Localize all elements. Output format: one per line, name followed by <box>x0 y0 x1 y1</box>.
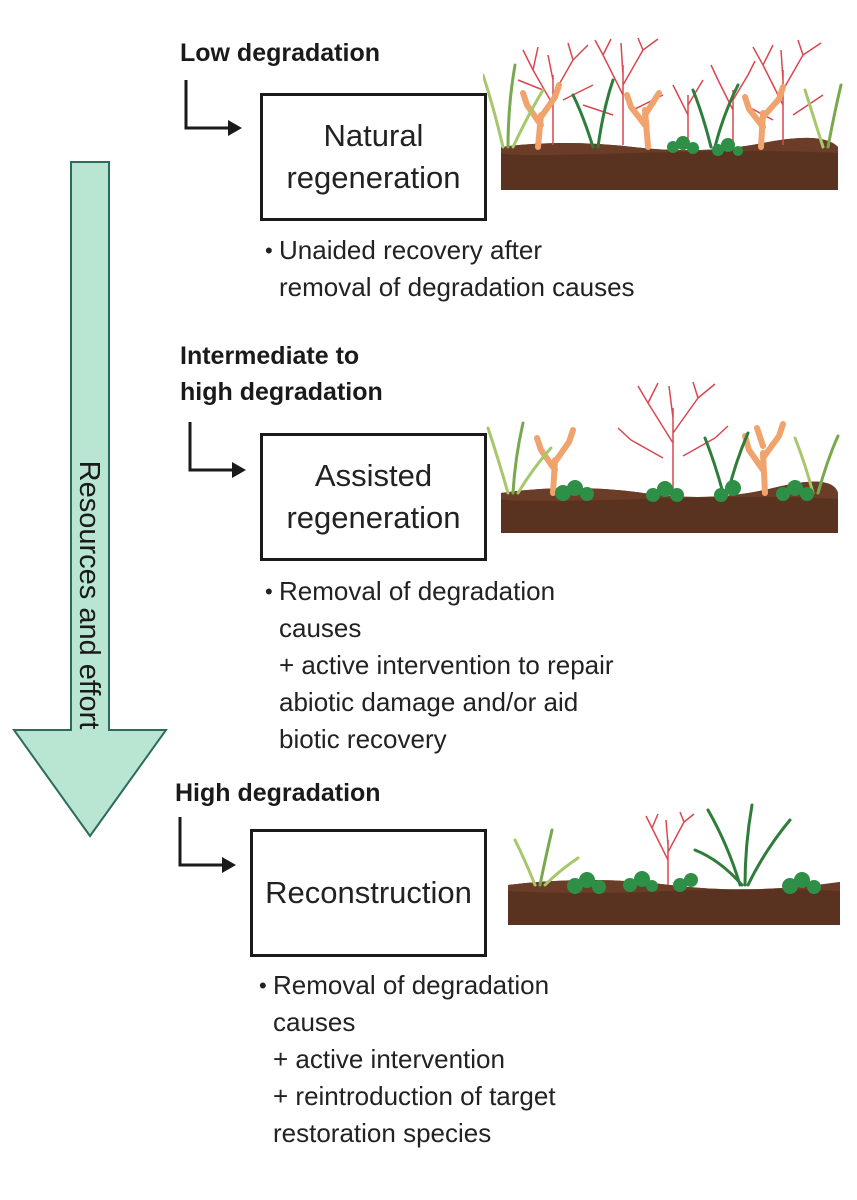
coral-red-group <box>617 381 729 493</box>
moss-group <box>555 480 814 502</box>
level-high-degradation: High degradation <box>175 779 381 807</box>
stage-box-assisted-regeneration: Assisted regeneration <box>260 433 487 561</box>
description-line: Unaided recovery after <box>279 235 543 265</box>
arrow-shape <box>12 161 168 838</box>
stage-name-line: Assisted <box>314 458 433 493</box>
description-line: removal of degradation causes <box>279 272 635 302</box>
stage-box-reconstruction: Reconstruction <box>250 829 487 957</box>
moss-group <box>567 871 821 894</box>
illustration-natural-regeneration <box>483 37 843 190</box>
description-line: biotic recovery <box>279 724 447 754</box>
stage-name-line: Natural <box>323 118 424 153</box>
level-title-line: high degradation <box>180 378 383 406</box>
description-line: + active intervention to repair <box>279 650 614 680</box>
description-line: causes <box>273 1007 356 1037</box>
resources-effort-arrow <box>10 160 170 840</box>
elbow-arrow-2 <box>188 422 246 478</box>
elbow-arrow-3 <box>178 817 236 873</box>
description-line: + active intervention <box>273 1044 505 1074</box>
level-intermediate-high-degradation: Intermediate to high degradation <box>180 338 383 410</box>
arrow-label: Resources and effort <box>73 460 105 730</box>
description-line: causes <box>279 613 362 643</box>
coral-orange-group <box>520 82 786 150</box>
grass-group <box>483 63 843 149</box>
level-low-degradation: Low degradation <box>180 39 380 67</box>
stage-name-line: regeneration <box>286 500 461 535</box>
bullet-icon: • <box>265 238 273 263</box>
bullet-icon: • <box>265 579 273 604</box>
moss-group <box>667 136 743 156</box>
bullet-icon: • <box>259 973 267 998</box>
grass-group <box>486 421 840 495</box>
illustration-reconstruction <box>508 803 840 925</box>
illustration-assisted-regeneration <box>486 381 840 533</box>
coral-red-group <box>645 811 695 885</box>
coral-red-group <box>517 37 824 145</box>
description-reconstruction: • Removal of degradation causes + active… <box>259 967 556 1152</box>
level-title-line: Intermediate to <box>180 342 360 370</box>
grass-group <box>513 803 792 887</box>
description-assisted-regeneration: • Removal of degradation causes + active… <box>265 573 614 758</box>
description-line: + reintroduction of target <box>273 1081 556 1111</box>
stage-box-natural-regeneration: Natural regeneration <box>260 93 487 221</box>
description-line: abiotic damage and/or aid <box>279 687 579 717</box>
stage-name-line: Reconstruction <box>265 875 472 910</box>
elbow-arrow-1 <box>184 80 242 136</box>
description-line: Removal of degradation <box>273 970 550 1000</box>
description-line: restoration species <box>273 1118 492 1148</box>
description-natural-regeneration: • Unaided recovery after removal of degr… <box>265 232 635 306</box>
description-line: Removal of degradation <box>279 576 556 606</box>
coral-orange-group <box>534 421 786 496</box>
stage-name-line: regeneration <box>286 160 461 195</box>
soil <box>501 137 838 190</box>
